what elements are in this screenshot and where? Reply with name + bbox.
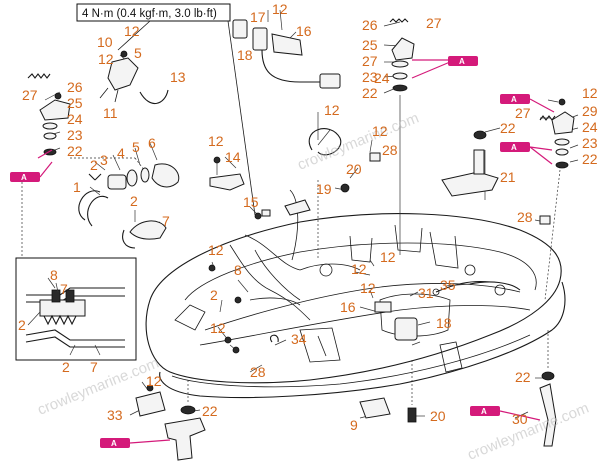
callout: 35: [440, 277, 456, 293]
callout: 22: [500, 120, 516, 136]
callout: 22: [362, 85, 378, 101]
callout: 19: [316, 181, 332, 197]
callout: 24: [67, 111, 83, 127]
callout: 24: [374, 70, 390, 86]
callout: 5: [134, 45, 142, 61]
callout: 12: [208, 242, 224, 258]
reference-flags: A A A A A A: [10, 56, 555, 448]
callout: 22: [582, 151, 598, 167]
callout: 7: [60, 281, 68, 297]
flag-a-right-top-text: A: [511, 95, 517, 104]
torque-spec-text: 4 N·m (0.4 kgf·m, 3.0 lb·ft): [82, 8, 217, 20]
flag-a-bottom-right-text: A: [481, 407, 487, 416]
callout: 12: [272, 1, 288, 17]
top-cowling: [145, 213, 566, 399]
callout: 7: [90, 359, 98, 375]
callout: 27: [426, 15, 442, 31]
callout: 20: [346, 161, 362, 177]
callout: 12: [360, 280, 376, 296]
flag-a-right-top: A: [500, 94, 555, 113]
callout: 26: [67, 79, 83, 95]
callout: 23: [362, 69, 378, 85]
callout: 2: [130, 193, 138, 209]
callout: 2: [210, 287, 218, 303]
callout: 27: [362, 53, 378, 69]
callout: 18: [237, 47, 253, 63]
callout: 26: [362, 17, 378, 33]
callout: 28: [517, 209, 533, 225]
flag-a-top: A: [411, 56, 478, 79]
callout: 28: [382, 142, 398, 158]
detail-inset: [15, 257, 137, 361]
callout: 5: [132, 139, 140, 155]
callout: 12: [98, 51, 114, 67]
torque-spec-box: 4 N·m (0.4 kgf·m, 3.0 lb·ft): [76, 3, 256, 216]
callout: 2: [18, 317, 26, 333]
callout: 25: [362, 37, 378, 53]
callout: 12: [351, 261, 367, 277]
callout: 18: [436, 315, 452, 331]
callout: 22: [515, 369, 531, 385]
flag-a-top-text: A: [459, 57, 465, 66]
flag-a-bottom-right: A: [470, 406, 541, 421]
callout: 22: [67, 143, 83, 159]
parts-center: [209, 19, 381, 220]
callout: 27: [22, 87, 38, 103]
callout: 12: [372, 123, 388, 139]
callout: 14: [225, 149, 241, 165]
flag-a-right-mid-text: A: [511, 143, 517, 152]
callout: 30: [512, 411, 528, 427]
callout: 28: [250, 364, 266, 380]
callout: 11: [103, 105, 118, 121]
callout: 24: [582, 119, 598, 135]
callout: 4: [117, 145, 125, 161]
callout: 10: [97, 34, 113, 50]
flag-a-right-mid: A: [500, 142, 553, 165]
callout-labels: 10 12 12 5 11 13 26 27 25 24 23 22 2 3 4…: [18, 1, 598, 433]
cowling-wiring: [229, 189, 491, 321]
callout: 12: [380, 249, 396, 265]
callout: 2: [62, 359, 70, 375]
callout: 6: [148, 135, 156, 151]
callout: 9: [350, 417, 358, 433]
callout: 8: [50, 267, 58, 283]
callout: 25: [67, 95, 83, 111]
parts-right: [359, 18, 575, 447]
callout: 3: [100, 152, 108, 168]
parts-bottom: [135, 264, 279, 461]
flag-a-bottom-left: A: [100, 438, 171, 448]
callout: 21: [500, 169, 516, 185]
callout: 23: [582, 135, 598, 151]
callout: 16: [296, 23, 312, 39]
callout: 12: [146, 373, 162, 389]
callout: 34: [291, 331, 307, 347]
callout: 29: [582, 103, 598, 119]
callout: 13: [170, 69, 186, 85]
callout: 2: [90, 157, 98, 173]
callout: 17: [250, 9, 266, 25]
callout: 23: [67, 127, 83, 143]
flag-a-left-text: A: [21, 173, 27, 182]
callout: 31: [418, 285, 434, 301]
callout: 7: [162, 213, 170, 229]
callout: 12: [208, 133, 224, 149]
callout: 12: [124, 23, 140, 39]
callout: 12: [324, 102, 340, 118]
callout: 20: [430, 408, 446, 424]
callout: 22: [202, 403, 218, 419]
callout: 33: [107, 407, 123, 423]
flag-a-left: A: [10, 149, 53, 182]
callout: 12: [210, 320, 226, 336]
callout: 15: [243, 194, 259, 210]
flag-a-bottom-left-text: A: [111, 439, 117, 448]
callout: 12: [582, 85, 598, 101]
callout: 27: [515, 105, 531, 121]
callout: 8: [234, 262, 242, 278]
parts-left: [27, 50, 180, 249]
callout: 16: [340, 299, 356, 315]
callout: 1: [73, 179, 81, 195]
